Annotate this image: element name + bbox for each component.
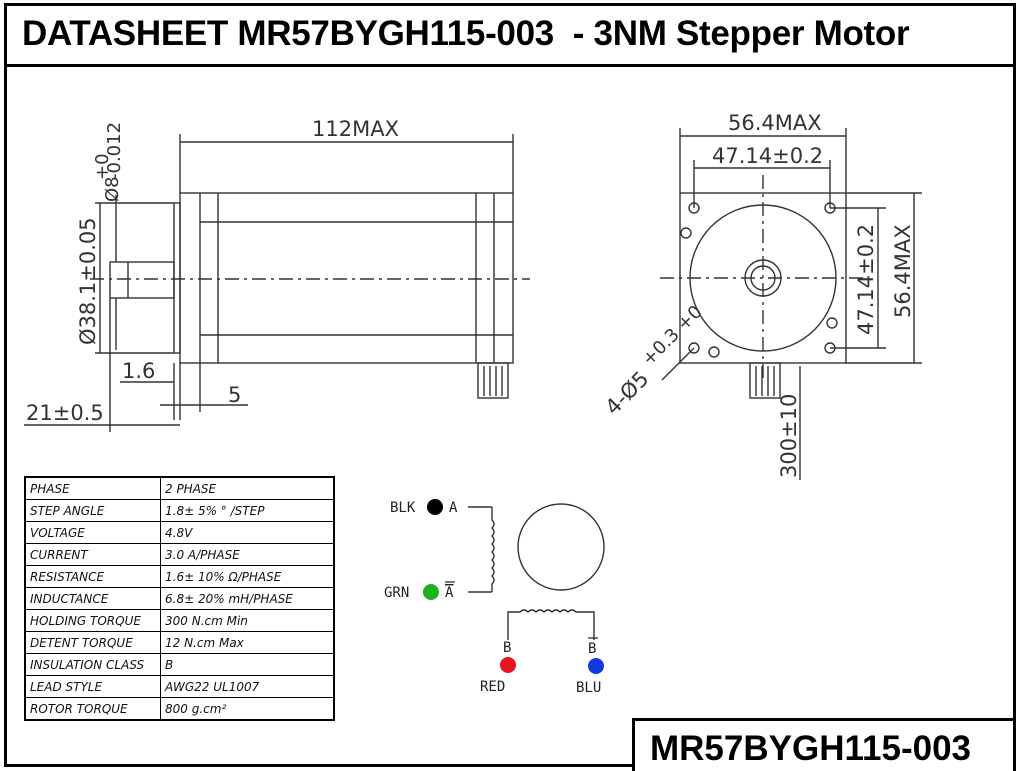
wire-blue-dot <box>588 658 604 674</box>
dim-shaft-tol-lower: -0.012 <box>104 122 125 180</box>
label-a: A <box>449 500 458 516</box>
dim-pilot-dia: Ø38.1±0.05 <box>76 217 100 345</box>
model-number: MR57BYGH115-003 <box>650 729 971 768</box>
dim-height: 56.4MAX <box>891 224 915 318</box>
side-view <box>24 134 530 432</box>
wiring-diagram <box>468 503 605 640</box>
spec-key: CURRENT <box>24 543 161 566</box>
dim-shaft-len: 21±0.5 <box>26 401 104 425</box>
dim-length: 112MAX <box>312 117 399 141</box>
dim-holes: 4-Ø5 <box>601 367 654 420</box>
spec-key: RESISTANCE <box>24 565 161 588</box>
spec-key: PHASE <box>24 476 161 500</box>
dim-holes-group: 4-Ø5 +0.3 +0 <box>601 301 707 420</box>
spec-key: VOLTAGE <box>24 521 161 544</box>
spec-value: 4.8V <box>160 521 335 544</box>
label-blk: BLK <box>390 500 416 516</box>
spec-value: 800 g.cm² <box>160 697 335 721</box>
spec-value: 300 N.cm Min <box>160 609 335 632</box>
spec-key: ROTOR TORQUE <box>24 697 161 721</box>
label-b: B <box>503 640 511 656</box>
label-grn: GRN <box>384 585 409 601</box>
spec-value: 12 N.cm Max <box>160 631 335 654</box>
spec-value: 2 PHASE <box>160 476 335 500</box>
dim-lead-len: 300±10 <box>777 394 801 478</box>
dim-shaft-dia: Ø8 <box>102 176 123 202</box>
label-a-bar: A <box>445 585 454 601</box>
dim-flange: 1.6 <box>122 359 155 383</box>
spec-key: LEAD STYLE <box>24 675 161 698</box>
spec-key: DETENT TORQUE <box>24 631 161 654</box>
dim-shaft-dia-group: Ø8 +0 -0.012 <box>92 122 125 202</box>
spec-key: INSULATION CLASS <box>24 653 161 676</box>
spec-value: B <box>160 653 335 676</box>
dim-pilot-depth: 5 <box>228 383 241 407</box>
spec-key: HOLDING TORQUE <box>24 609 161 632</box>
spec-key: STEP ANGLE <box>24 499 161 522</box>
dim-width: 56.4MAX <box>728 111 822 135</box>
label-red: RED <box>480 679 505 695</box>
label-b-bar: B <box>588 641 596 657</box>
model-box <box>632 718 1016 771</box>
wire-red-dot <box>500 657 516 673</box>
spec-value: 1.6± 10% Ω/PHASE <box>160 565 335 588</box>
dim-hole-pitch-h: 47.14±0.2 <box>712 144 823 168</box>
dim-shaft-tol-upper: +0 <box>92 153 113 180</box>
dim-holes-tol: +0.3 +0 <box>638 301 707 370</box>
dim-hole-pitch-v: 47.14±0.2 <box>854 224 878 335</box>
label-blu: BLU <box>576 680 601 696</box>
wire-black-dot <box>427 499 443 515</box>
title-bar <box>4 3 1016 67</box>
wire-green-dot <box>423 584 439 600</box>
spec-value: 1.8± 5% ° /STEP <box>160 499 335 522</box>
page-title: DATASHEET MR57BYGH115-003 - 3NM Stepper … <box>22 14 910 53</box>
spec-key: INDUCTANCE <box>24 587 161 610</box>
spec-value: AWG22 UL1007 <box>160 675 335 698</box>
spec-value: 3.0 A/PHASE <box>160 543 335 566</box>
spec-value: 6.8± 20% mH/PHASE <box>160 587 335 610</box>
front-view <box>660 128 922 480</box>
